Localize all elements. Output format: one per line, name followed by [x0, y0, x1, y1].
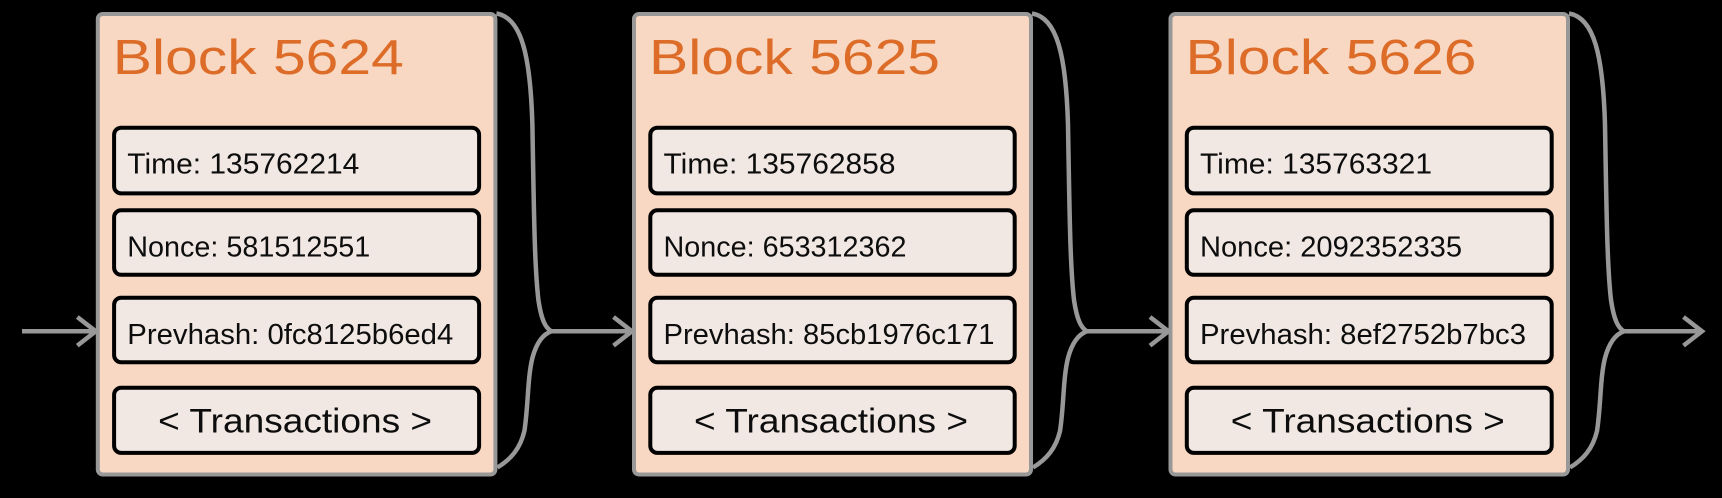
svg-text:Time: 135762214: Time: 135762214	[127, 149, 359, 181]
svg-text:< Transactions >: < Transactions >	[694, 403, 968, 441]
svg-text:Time: 135763321: Time: 135763321	[1200, 149, 1432, 181]
svg-text:Time: 135762858: Time: 135762858	[664, 149, 896, 181]
svg-text:Prevhash: 8ef2752b7bc3: Prevhash: 8ef2752b7bc3	[1200, 319, 1526, 351]
svg-text:Prevhash: 0fc8125b6ed4: Prevhash: 0fc8125b6ed4	[127, 319, 453, 351]
svg-text:Nonce: 653312362: Nonce: 653312362	[664, 232, 907, 264]
svg-text:Nonce: 581512551: Nonce: 581512551	[127, 232, 370, 264]
svg-text:< Transactions >: < Transactions >	[158, 403, 432, 441]
svg-text:Block 5624: Block 5624	[113, 30, 404, 85]
svg-text:Prevhash: 85cb1976c171: Prevhash: 85cb1976c171	[664, 319, 995, 351]
svg-text:Nonce: 2092352335: Nonce: 2092352335	[1200, 232, 1462, 264]
svg-text:< Transactions >: < Transactions >	[1231, 403, 1505, 441]
svg-text:Block 5626: Block 5626	[1186, 30, 1477, 85]
svg-text:Block 5625: Block 5625	[649, 30, 940, 85]
